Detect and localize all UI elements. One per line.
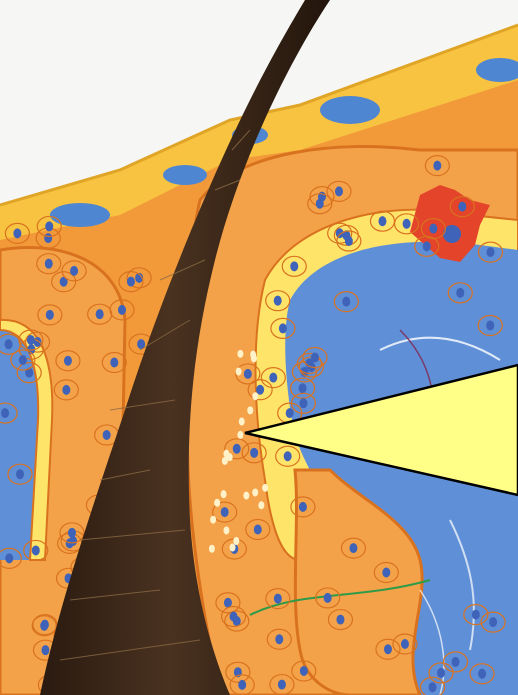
cell-nucleus xyxy=(299,383,307,393)
granule xyxy=(243,492,249,500)
cell-nucleus xyxy=(13,228,21,238)
granule xyxy=(237,431,243,439)
granule xyxy=(223,526,229,534)
cell-nucleus xyxy=(349,543,357,553)
cell-nucleus xyxy=(279,323,287,333)
cell-nucleus xyxy=(324,593,332,603)
cell-nucleus xyxy=(110,358,118,368)
cell-nucleus xyxy=(486,320,494,330)
cell-nucleus xyxy=(269,373,277,383)
cell-nucleus xyxy=(336,615,344,625)
vessel-blob-3 xyxy=(320,96,380,124)
cell-nucleus xyxy=(384,644,392,654)
cell-nucleus xyxy=(433,161,441,171)
cell-nucleus xyxy=(378,216,386,226)
cell-nucleus xyxy=(316,199,324,209)
granule xyxy=(230,543,236,551)
cell-nucleus xyxy=(278,680,286,690)
cell-nucleus xyxy=(244,369,252,379)
granule xyxy=(258,501,264,509)
cell-nucleus xyxy=(274,296,282,306)
cell-nucleus xyxy=(275,634,283,644)
granule xyxy=(251,354,257,362)
cell-nucleus xyxy=(1,408,9,418)
cell-nucleus xyxy=(16,469,24,479)
cell-nucleus xyxy=(311,352,319,362)
cell-nucleus xyxy=(284,451,292,461)
cell-nucleus xyxy=(68,528,76,538)
cell-nucleus xyxy=(254,525,262,535)
cell-nucleus xyxy=(335,186,343,196)
granule xyxy=(222,457,228,465)
cell-nucleus xyxy=(299,502,307,512)
cell-nucleus xyxy=(452,657,460,667)
cell-nucleus xyxy=(5,553,13,563)
cell-nucleus xyxy=(456,288,464,298)
vessel-blob-2 xyxy=(163,165,207,185)
cell-nucleus xyxy=(70,266,78,276)
granule xyxy=(236,368,242,376)
granule xyxy=(210,516,216,524)
cell-nucleus xyxy=(458,202,466,212)
granule xyxy=(209,545,215,553)
cell-nucleus xyxy=(403,219,411,229)
cell-nucleus xyxy=(345,236,353,246)
cell-nucleus xyxy=(342,297,350,307)
cell-nucleus xyxy=(32,545,40,555)
granule xyxy=(262,484,268,492)
cell-nucleus xyxy=(286,408,294,418)
cell-nucleus xyxy=(103,430,111,440)
cell-nucleus xyxy=(221,507,229,517)
cell-nucleus xyxy=(250,448,258,458)
cell-nucleus xyxy=(45,221,53,231)
granule xyxy=(239,418,245,426)
cell-nucleus xyxy=(46,310,54,320)
cell-nucleus xyxy=(118,305,126,315)
cell-nucleus xyxy=(489,617,497,627)
cell-nucleus xyxy=(45,259,53,269)
cell-nucleus xyxy=(127,277,135,287)
granule xyxy=(233,537,239,545)
cell-nucleus xyxy=(472,610,480,620)
cell-nucleus xyxy=(41,645,49,655)
granule xyxy=(214,499,220,507)
granule xyxy=(223,450,229,458)
cell-nucleus xyxy=(5,339,13,349)
cell-nucleus xyxy=(299,398,307,408)
cell-nucleus xyxy=(274,594,282,604)
cell-nucleus xyxy=(44,233,52,243)
cell-nucleus xyxy=(478,669,486,679)
cell-nucleus xyxy=(96,309,104,319)
cell-nucleus xyxy=(230,612,238,622)
cell-nucleus xyxy=(19,355,27,365)
cell-nucleus xyxy=(486,247,494,257)
cell-nucleus xyxy=(233,444,241,454)
granule xyxy=(252,392,258,400)
cell-nucleus xyxy=(401,639,409,649)
cell-nucleus xyxy=(27,335,35,345)
granule xyxy=(247,406,253,414)
cell-nucleus xyxy=(238,680,246,690)
cell-nucleus xyxy=(429,682,437,692)
granule xyxy=(237,350,243,358)
granule xyxy=(221,490,227,498)
cell-nucleus xyxy=(64,356,72,366)
vessel-blob-1 xyxy=(50,203,110,227)
cell-nucleus xyxy=(300,666,308,676)
granule xyxy=(252,488,258,496)
cell-nucleus xyxy=(290,261,298,271)
cell-nucleus xyxy=(62,385,70,395)
cell-nucleus xyxy=(423,241,431,251)
cell-nucleus xyxy=(437,668,445,678)
cell-nucleus xyxy=(429,224,437,234)
cell-nucleus xyxy=(382,568,390,578)
cell-nucleus xyxy=(40,621,48,631)
